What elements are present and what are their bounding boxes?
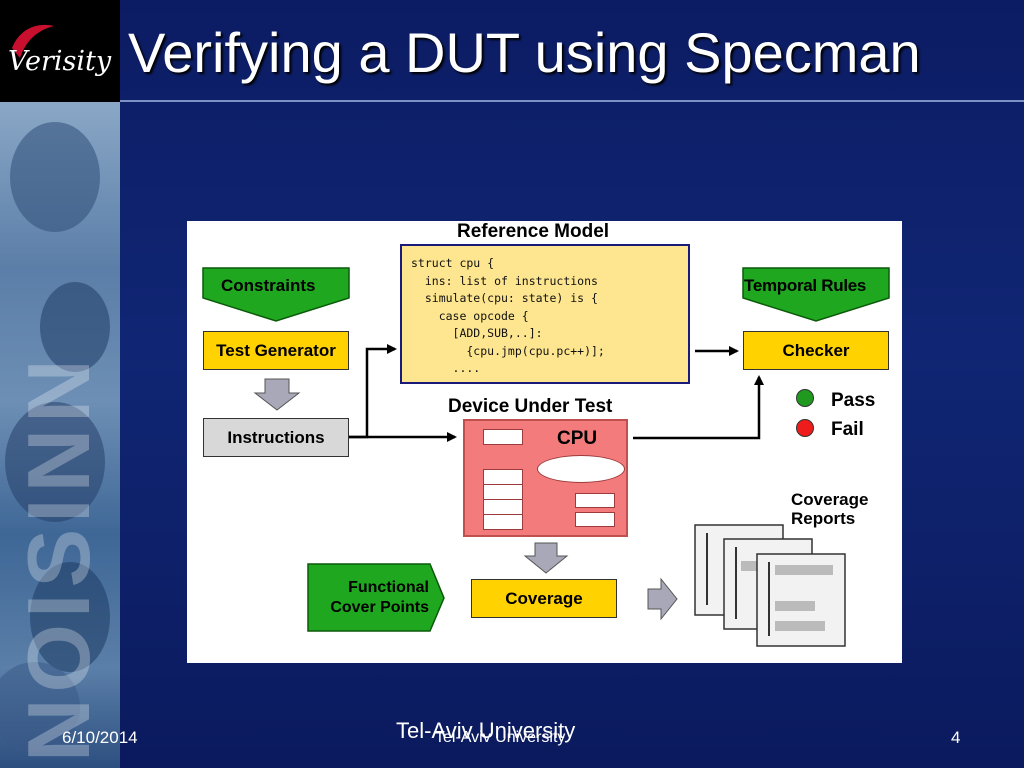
code-line: [ADD,SUB,..]: (411, 326, 543, 340)
generator-to-instructions-arrow (253, 378, 301, 411)
constraints-label: Constraints (221, 276, 316, 295)
logo-text: Verisity (8, 46, 112, 77)
constraints-banner-shape (202, 267, 350, 322)
code-line: .... (411, 361, 481, 375)
dut-block (483, 429, 523, 445)
temporal-rules-label: Temporal Rules (744, 276, 867, 295)
dut-block (575, 512, 615, 527)
code-line: simulate(cpu: state) is { (411, 291, 598, 305)
dut-to-coverage-arrow (523, 542, 569, 574)
dut-box: CPU (463, 419, 628, 537)
temporal-rules-banner-shape (742, 267, 890, 322)
footer-date: 6/10/2014 (62, 728, 138, 747)
pass-label: Pass (831, 390, 876, 411)
instructions-to-reference-line (349, 344, 397, 439)
register-block (483, 484, 523, 500)
functional-cover-points-line: Functional (348, 579, 429, 596)
reference-model-code: struct cpu { ins: list of instructions s… (400, 244, 690, 384)
dut-title: Device Under Test (448, 396, 613, 417)
title-divider (120, 100, 1024, 102)
instructions-box: Instructions (203, 418, 349, 457)
cpu-core-ellipse (537, 455, 625, 483)
test-generator-box: Test Generator (203, 331, 349, 370)
register-block (483, 499, 523, 515)
functional-cover-points-line: Cover Points (330, 599, 429, 616)
functional-cover-points-label: Functional Cover Points (311, 578, 433, 618)
logo-swoosh-icon (12, 24, 54, 58)
diagram-graphics (202, 267, 890, 647)
fail-label: Fail (831, 419, 864, 440)
fail-indicator-icon (796, 419, 814, 437)
footer-page-number: 4 (951, 728, 961, 747)
register-block (483, 469, 523, 485)
footer-university-title: Tel-Aviv University (396, 718, 576, 743)
coverage-reports-label: Coverage Reports (791, 490, 868, 528)
slide-title: Verifying a DUT using Specman (128, 21, 921, 84)
coverage-report-page (756, 553, 846, 647)
coverage-reports-line: Coverage (791, 490, 869, 509)
register-block (483, 514, 523, 530)
verisity-logo: Verisity (0, 0, 120, 102)
coverage-reports-line: Reports (791, 509, 856, 528)
side-watermark-word: NOISINN (9, 353, 108, 762)
code-line: struct cpu { (411, 256, 495, 270)
coverage-box: Coverage (471, 579, 617, 618)
code-line: ins: list of instructions (411, 273, 598, 288)
verification-diagram: Reference Model struct cpu { ins: list o… (187, 221, 902, 663)
dut-block (575, 493, 615, 508)
checker-box: Checker (743, 331, 889, 370)
coverage-to-reports-arrow (647, 577, 678, 621)
code-line: {cpu.jmp(cpu.pc++)]; (411, 343, 605, 358)
side-decorative-strip: NOISINN (0, 102, 120, 768)
code-line: case opcode { (411, 308, 529, 323)
cpu-label: CPU (557, 428, 598, 449)
functional-cover-points-shape (307, 563, 445, 632)
footer-university-subtitle: Tel-Aviv University (435, 729, 566, 746)
pass-indicator-icon (796, 389, 814, 407)
reference-model-title: Reference Model (457, 221, 610, 242)
dut-to-checker-line (633, 375, 764, 440)
